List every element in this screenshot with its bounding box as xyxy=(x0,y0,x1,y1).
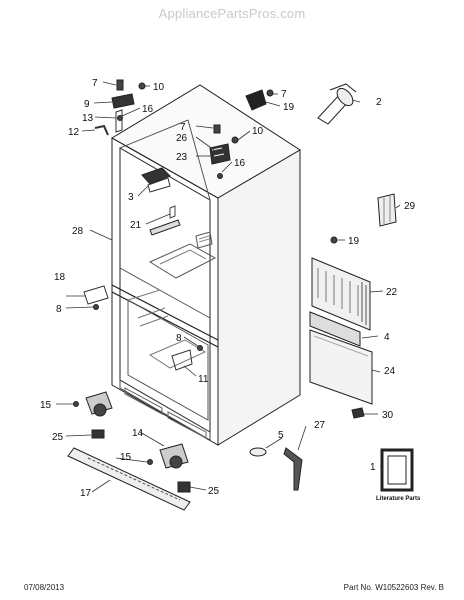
part-8-screw-freezer xyxy=(197,345,203,351)
callout-labels: 7 10 9 16 13 12 7 19 2 7 26 10 23 16 3 2… xyxy=(40,78,421,502)
watermark: AppliancePartsPros.com xyxy=(158,6,306,21)
callout-2: 2 xyxy=(376,97,382,108)
callout-8: 8 xyxy=(56,304,62,315)
callout-10: 10 xyxy=(252,126,264,137)
callout-7: 7 xyxy=(92,78,98,89)
callout-23: 23 xyxy=(176,152,188,163)
callout-15: 15 xyxy=(40,400,52,411)
callout-4: 4 xyxy=(384,332,390,343)
part-30-clip xyxy=(351,407,365,419)
callout-15: 15 xyxy=(120,452,132,463)
callout-25: 25 xyxy=(52,432,64,443)
callout-13: 13 xyxy=(82,113,94,124)
callout-16: 16 xyxy=(234,158,246,169)
front-left-roller xyxy=(73,391,113,439)
callout-11: 11 xyxy=(198,374,209,385)
callout-9: 9 xyxy=(84,99,90,110)
literature-parts-label: Literature Parts xyxy=(376,496,421,502)
part-18-hinge-pin xyxy=(83,285,109,310)
upper-center-hinge-parts xyxy=(209,124,239,179)
callout-16: 16 xyxy=(142,104,154,115)
part-2-tube xyxy=(317,83,357,125)
callout-7: 7 xyxy=(281,89,287,100)
part-22-grille xyxy=(311,257,371,331)
callout-26: 26 xyxy=(176,133,188,144)
callout-18: 18 xyxy=(54,272,66,283)
part-17-base-rail xyxy=(67,447,191,511)
part-11-bracket xyxy=(171,349,193,371)
part-27-tool xyxy=(283,447,303,491)
footer-part-number: Part No. W10522603 Rev. B xyxy=(343,583,444,592)
callout-22: 22 xyxy=(386,287,398,298)
hinge-cover-parts xyxy=(245,89,274,111)
cabinet-body xyxy=(111,84,301,446)
callout-17: 17 xyxy=(80,488,92,499)
part-5-foot xyxy=(249,447,267,457)
part-24-kick-plate xyxy=(309,329,373,405)
callout-1: 1 xyxy=(370,462,376,473)
callout-7: 7 xyxy=(180,122,186,133)
footer-date: 07/08/2013 xyxy=(24,583,65,592)
callout-19: 19 xyxy=(348,236,360,247)
callout-3: 3 xyxy=(128,192,134,203)
callout-8: 8 xyxy=(176,333,182,344)
callout-25: 25 xyxy=(208,486,220,497)
callout-14: 14 xyxy=(132,428,144,439)
part-29-bracket xyxy=(377,193,397,227)
callout-24: 24 xyxy=(384,366,396,377)
callout-21: 21 xyxy=(130,220,142,231)
callout-10: 10 xyxy=(153,82,165,93)
callout-19: 19 xyxy=(283,102,295,113)
upper-left-hinge-parts xyxy=(94,79,146,136)
callout-27: 27 xyxy=(314,420,326,431)
part-4-trim xyxy=(309,311,361,347)
callout-12: 12 xyxy=(68,127,80,138)
callout-5: 5 xyxy=(278,430,284,441)
callout-28: 28 xyxy=(72,226,84,237)
part-19-screw xyxy=(330,236,338,244)
callout-29: 29 xyxy=(404,201,416,212)
callout-30: 30 xyxy=(382,410,394,421)
leader-lines xyxy=(56,81,401,493)
front-right-roller xyxy=(147,443,191,493)
part-1-literature xyxy=(380,448,414,492)
